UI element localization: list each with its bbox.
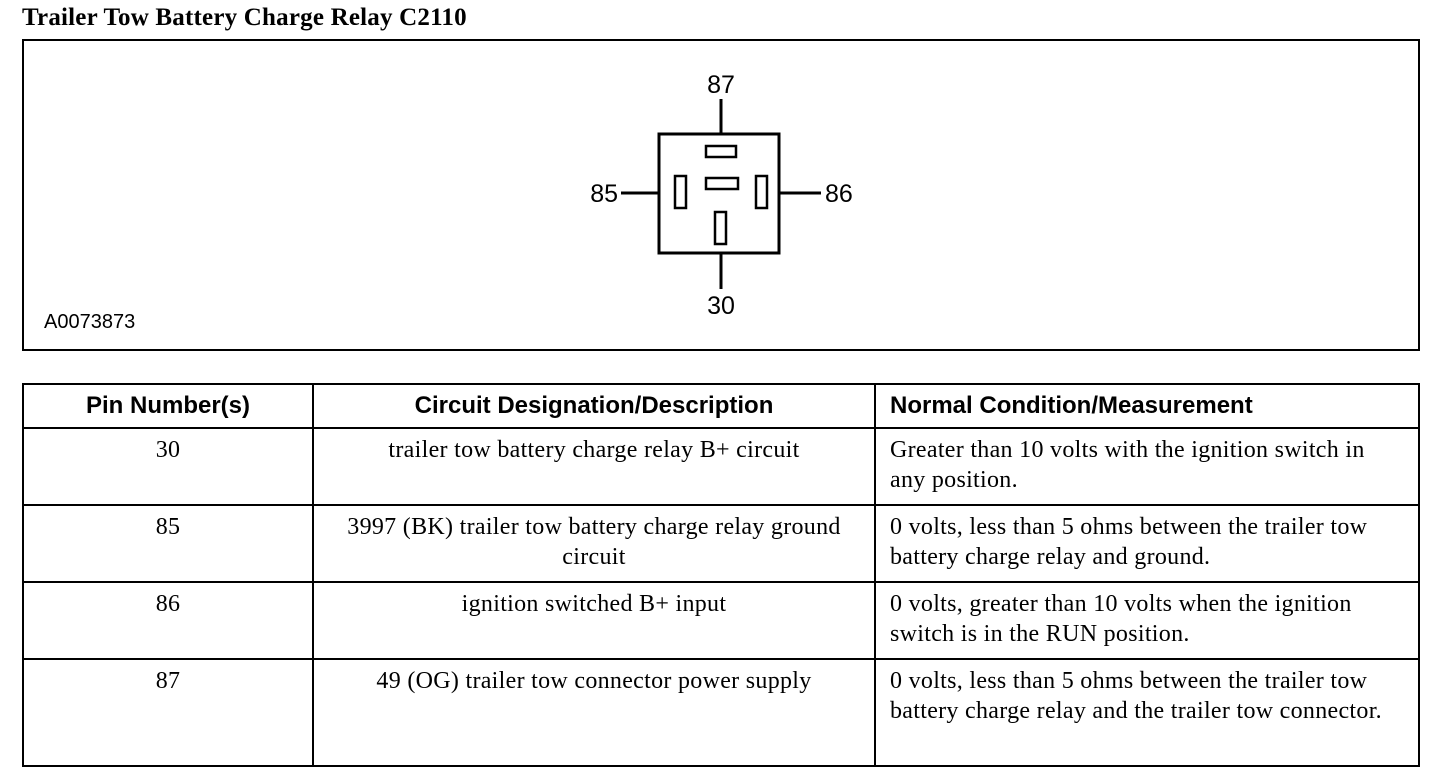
terminal-87 <box>704 144 738 159</box>
pin-label-30: 30 <box>707 292 735 320</box>
terminal-86 <box>754 174 769 210</box>
table-row: 86 ignition switched B+ input 0 volts, g… <box>22 581 1420 660</box>
circuit-cell: trailer tow battery charge relay B+ circ… <box>312 427 876 506</box>
terminal-30 <box>713 210 728 246</box>
circuit-cell: 49 (OG) trailer tow connector power supp… <box>312 658 876 767</box>
header-circuit: Circuit Designation/Description <box>312 383 876 429</box>
table-row: 30 trailer tow battery charge relay B+ c… <box>22 427 1420 506</box>
condition-cell: 0 volts, less than 5 ohms between the tr… <box>874 504 1420 583</box>
circuit-cell: ignition switched B+ input <box>312 581 876 660</box>
table-row: 85 3997 (BK) trailer tow battery charge … <box>22 504 1420 583</box>
condition-cell: Greater than 10 volts with the ignition … <box>874 427 1420 506</box>
pin-label-86: 86 <box>825 180 853 208</box>
header-condition: Normal Condition/Measurement <box>874 383 1420 429</box>
circuit-cell: 3997 (BK) trailer tow battery charge rel… <box>312 504 876 583</box>
pin-table: Pin Number(s) Circuit Designation/Descri… <box>22 383 1420 767</box>
table-row: 87 49 (OG) trailer tow connector power s… <box>22 658 1420 767</box>
pin-cell: 85 <box>22 504 314 583</box>
figure-id: A0073873 <box>44 311 136 333</box>
pin-label-85: 85 <box>590 180 618 208</box>
condition-cell: 0 volts, less than 5 ohms between the tr… <box>874 658 1420 767</box>
header-pin-numbers: Pin Number(s) <box>22 383 314 429</box>
pin-label-87: 87 <box>707 71 735 99</box>
pin-cell: 86 <box>22 581 314 660</box>
page-title: Trailer Tow Battery Charge Relay C2110 <box>22 4 467 31</box>
table-header-row: Pin Number(s) Circuit Designation/Descri… <box>22 383 1420 429</box>
condition-cell: 0 volts, greater than 10 volts when the … <box>874 581 1420 660</box>
pin-cell: 87 <box>22 658 314 767</box>
pin-cell: 30 <box>22 427 314 506</box>
terminal-85 <box>673 174 688 210</box>
connector-diagram: 87 85 86 30 A0073873 <box>22 39 1420 351</box>
terminal-center <box>704 176 740 191</box>
relay-connector-face: 87 85 86 30 <box>590 71 853 320</box>
